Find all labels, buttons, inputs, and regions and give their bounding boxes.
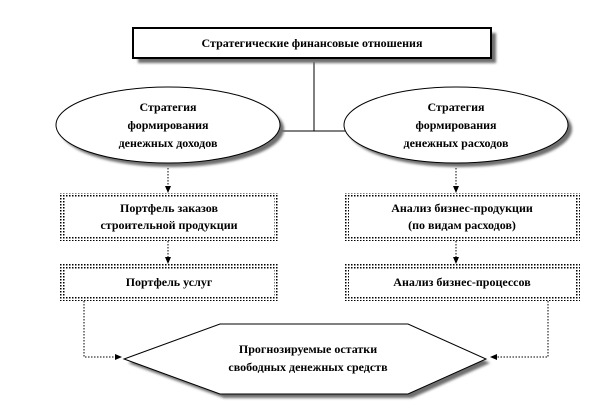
arrow-head [165,186,171,193]
analysis-products-node: Анализ бизнес-продукции (по видам расход… [344,193,580,241]
title-text: Стратегические финансовые отношения [202,36,423,50]
strategy-expense-node: Стратегия формирования денежных расходов [343,86,572,167]
connector-processes-to-forecast [496,301,549,358]
title-node: Стратегические финансовые отношения [132,27,496,63]
portfolio-orders-line-2: строительной продукции [100,218,237,232]
portfolio-orders-line-1: Портфель заказов [120,201,218,215]
strategy-income-node: Стратегия формирования денежных доходов [55,86,284,167]
arrow-head [165,257,171,264]
strategy-income-line-3: денежных доходов [119,136,218,150]
forecast-line-1: Прогнозируемые остатки [239,342,377,356]
analysis-products-line-1: Анализ бизнес-продукции [391,201,533,215]
connector-services-to-forecast [83,301,116,358]
arrow-head [453,186,459,193]
analysis-processes-text: Анализ бизнес-процессов [393,275,531,289]
strategy-expense-line-1: Стратегия [428,100,485,114]
strategy-expense-line-3: денежных расходов [404,136,509,150]
portfolio-services-text: Портфель услуг [126,275,213,289]
forecast-line-2: свободных денежных средств [228,360,388,374]
arrow-head [490,354,497,360]
connectors [83,62,549,360]
arrow-head [115,354,122,360]
strategy-expense-line-2: формирования [415,118,497,132]
portfolio-services-node: Портфель услуг [60,264,279,301]
analysis-processes-node: Анализ бизнес-процессов [344,264,580,301]
strategy-income-line-2: формирования [127,118,209,132]
arrow-head [453,257,459,264]
portfolio-orders-node: Портфель заказов строительной продукции [60,193,279,241]
strategy-income-line-1: Стратегия [140,100,197,114]
forecast-node: Прогнозируемые остатки свободных денежны… [122,323,490,398]
analysis-products-line-2: (по видам расходов) [408,218,516,232]
